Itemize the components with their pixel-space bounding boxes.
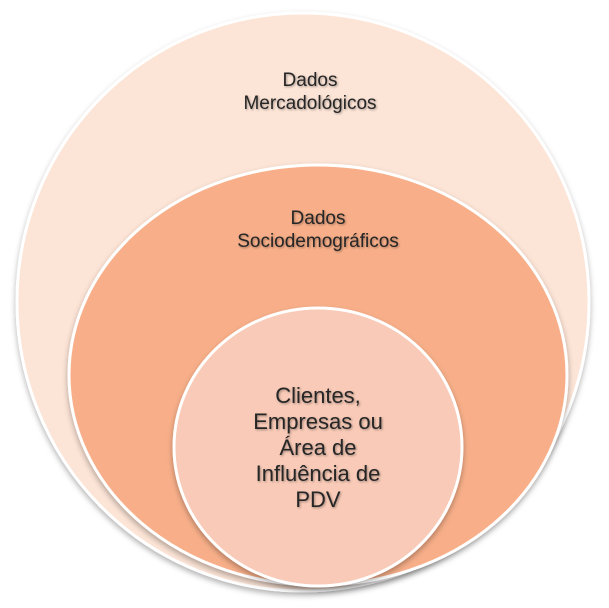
label-line: Área de xyxy=(279,434,357,460)
label-line: Dados xyxy=(282,70,338,91)
label-line: Empresas ou xyxy=(253,408,383,434)
middle-label: Dados Sociodemográficos xyxy=(188,208,448,254)
label-line: Influência de xyxy=(255,460,381,486)
label-line: Clientes, xyxy=(275,383,361,408)
label-line: Dados xyxy=(290,208,346,229)
inner-circle xyxy=(172,306,464,588)
inner-label: Clientes, Empresas ou Área de Influência… xyxy=(208,383,428,513)
label-line: Sociodemográficos xyxy=(237,230,399,252)
label-line: Mercadológicos xyxy=(243,92,377,114)
outer-label: Dados Mercadológicos xyxy=(180,70,440,116)
label-line: PDV xyxy=(295,486,341,512)
